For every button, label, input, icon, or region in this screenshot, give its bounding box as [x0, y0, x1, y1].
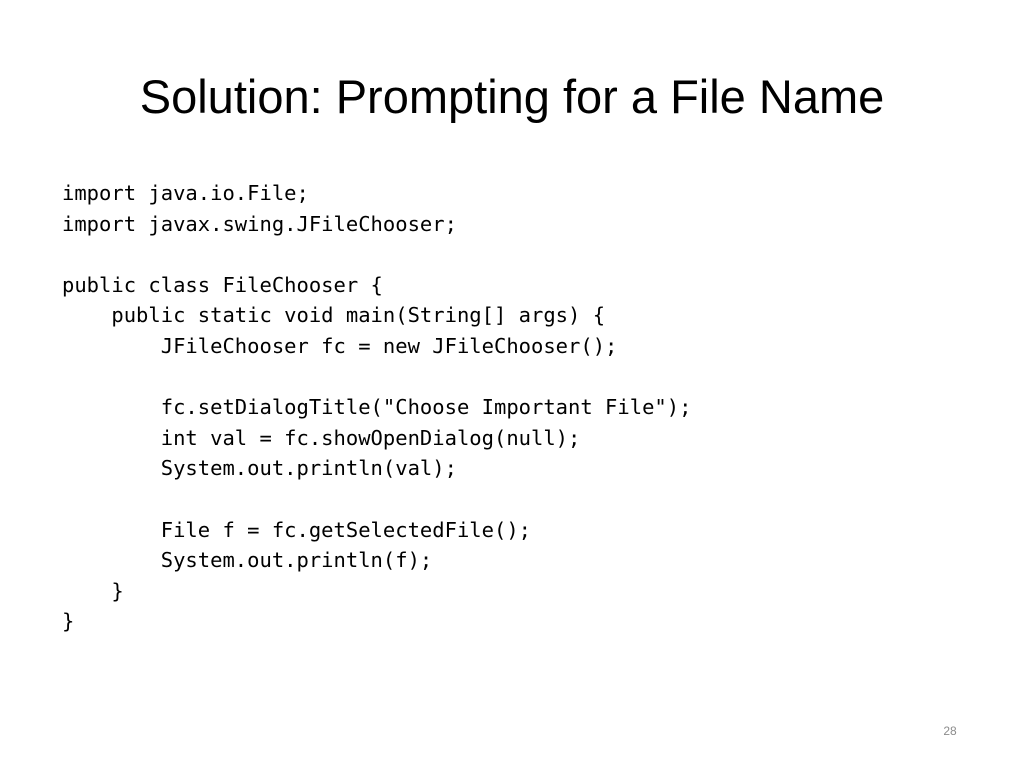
code-line: fc.setDialogTitle("Choose Important File… [62, 395, 692, 420]
code-line: JFileChooser fc = new JFileChooser(); [62, 333, 618, 358]
code-line: File f = fc.getSelectedFile(); [62, 517, 531, 542]
slide-title: Solution: Prompting for a File Name [139, 70, 885, 123]
code-line: import java.io.File; [62, 181, 309, 205]
code-line: } [62, 609, 75, 634]
code-line [62, 362, 691, 393]
code-line: public class FileChooser { [62, 272, 383, 297]
code-line [62, 239, 691, 270]
code-line: } [62, 578, 124, 603]
code-line: System.out.println(f); [62, 548, 433, 573]
code-line: int val = fc.showOpenDialog(null); [62, 425, 581, 450]
code-line: import javax.swing.JFileChooser; [62, 211, 457, 236]
code-line: public static void main(String[] args) { [62, 303, 606, 328]
code-line [62, 484, 691, 515]
slide-number: 28 [943, 724, 957, 738]
code-line: System.out.println(val); [62, 456, 457, 481]
code-block: import java.io.File; import javax.swing.… [62, 178, 691, 637]
